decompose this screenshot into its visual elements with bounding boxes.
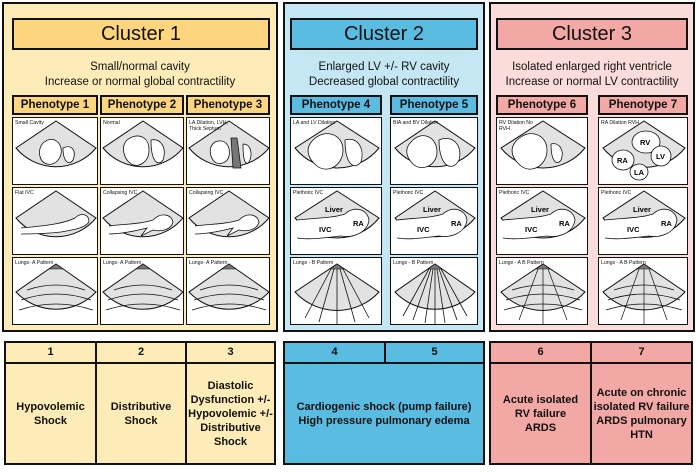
la-chamber-label: LA <box>634 168 645 177</box>
lv-chamber-label: LV <box>656 152 665 161</box>
heart-label-5: BIA and BV Dilation <box>393 120 439 126</box>
cluster-1-title: Cluster 1 <box>12 18 270 50</box>
heart-view-5: BIA and BV Dilation <box>390 117 478 185</box>
summary-distributive-shock: Distributive Shock <box>95 362 187 465</box>
cluster-2-desc-line-2: Decreased global contractility <box>308 76 460 88</box>
cluster-2-description: Enlarged LV +/- RV cavity Decreased glob… <box>285 60 483 90</box>
cluster-2-desc-line-1: Enlarged LV +/- RV cavity <box>318 61 450 73</box>
summary-chronic-rv-failure: Acute on chronic isolated RV failure ARD… <box>590 362 693 465</box>
lung-view-2: Lungs- A Pattern <box>100 257 184 325</box>
phenotype-6-header: Phenotype 6 <box>496 95 588 115</box>
cluster-3-desc-line-1: Isolated enlarged right ventricle <box>512 61 672 73</box>
phenotype-2-header: Phenotype 2 <box>100 95 184 115</box>
lung-view-7: Lungs - A B Pattern <box>598 257 688 325</box>
heart-view-6: RV Dilation No RVH <box>496 117 588 185</box>
phenotype-5-header: Phenotype 5 <box>390 95 478 115</box>
lung-view-4: Lungs - B Pattern <box>290 257 382 325</box>
lung-label-4: Lungs - B Pattern <box>293 260 334 266</box>
summary-number-5: 5 <box>384 341 485 364</box>
ivc-vessel-label-5: IVC <box>417 225 430 234</box>
phenotype-7-header: Phenotype 7 <box>598 95 688 115</box>
lung-label-5: Lungs - B Pattern <box>393 260 434 266</box>
ivc-label-1: Flat IVC <box>15 190 34 196</box>
summary-acute-rv-failure: Acute isolated RV failure ARDS <box>489 362 592 465</box>
heart-label-3: LA Dilation, LVH, Thick Septum <box>189 120 228 133</box>
ra-chamber-label: RA <box>617 156 628 165</box>
ivc-label-4: Plethoric IVC <box>293 190 324 196</box>
lung-view-1: Lungs- A Pattern <box>12 257 98 325</box>
lung-view-5: Lungs - B Pattern <box>390 257 478 325</box>
heart-label-4: LA and LV Dilation <box>293 120 336 126</box>
ivc-vessel-label-6: IVC <box>525 225 538 234</box>
ra-label-6: RA <box>559 219 570 228</box>
phenotype-3-header: Phenotype 3 <box>186 95 270 115</box>
ivc-label-7: Plethoric IVC <box>601 190 632 196</box>
summary-hypovolemic-shock: Hypovolemic Shock <box>4 362 97 465</box>
ivc-view-3: Collapsing IVC <box>186 187 270 255</box>
heart-label-1: Small Cavity <box>15 120 44 126</box>
lung-view-3: Lungs- A Pattern <box>186 257 270 325</box>
lung-label-3: Lungs- A Pattern <box>189 260 228 266</box>
ivc-label-2: Collapsing IVC <box>103 190 138 196</box>
summary-number-2: 2 <box>95 341 187 364</box>
lung-view-6: Lungs - A B Pattern <box>496 257 588 325</box>
ivc-vessel-label-4: IVC <box>319 225 332 234</box>
liver-label-4: Liver <box>325 205 343 214</box>
cluster-2-title: Cluster 2 <box>290 18 478 50</box>
cluster-3-title: Cluster 3 <box>496 18 688 50</box>
ivc-label-5: Plethoric IVC <box>393 190 424 196</box>
heart-view-2: Normal <box>100 117 184 185</box>
phenotype-4-header: Phenotype 4 <box>290 95 382 115</box>
heart-label-2: Normal <box>103 120 120 126</box>
lung-label-2: Lungs- A Pattern <box>103 260 142 266</box>
heart-view-1: Small Cavity <box>12 117 98 185</box>
liver-label-5: Liver <box>423 205 441 214</box>
ivc-view-2: Collapsing IVC <box>100 187 184 255</box>
summary-number-3: 3 <box>185 341 276 364</box>
ivc-label-6: Plethoric IVC <box>499 190 530 196</box>
lung-label-7: Lungs - A B Pattern <box>601 260 646 266</box>
heart-view-3: LA Dilation, LVH, Thick Septum <box>186 117 270 185</box>
lung-label-1: Lungs- A Pattern <box>15 260 54 266</box>
cluster-1-desc-line-2: Increase or normal global contractility <box>44 76 236 88</box>
ivc-label-3: Collapsing IVC <box>189 190 224 196</box>
ivc-vessel-label-7: IVC <box>627 225 640 234</box>
phenotype-1-header: Phenotype 1 <box>12 95 98 115</box>
heart-label-7: RA Dilation RVH <box>601 120 639 126</box>
summary-number-7: 7 <box>590 341 693 364</box>
cluster-1-desc-line-1: Small/normal cavity <box>90 61 190 73</box>
summary-number-4: 4 <box>283 341 386 364</box>
heart-view-4: LA and LV Dilation <box>290 117 382 185</box>
cluster-1-description: Small/normal cavity Increase or normal g… <box>4 60 276 90</box>
ra-label-7: RA <box>661 219 672 228</box>
ra-label-4: RA <box>353 219 364 228</box>
summary-cardiogenic-shock: Cardiogenic shock (pump failure) High pr… <box>283 362 485 465</box>
summary-number-1: 1 <box>4 341 97 364</box>
summary-diastolic-dysfunction: Diastolic Dysfunction +/- Hypovolemic +/… <box>185 362 276 465</box>
ivc-view-1: Flat IVC <box>12 187 98 255</box>
ra-label-5: RA <box>451 219 462 228</box>
heart-label-6: RV Dilation No RVH <box>499 120 533 133</box>
cluster-3-description: Isolated enlarged right ventricle Increa… <box>491 60 693 90</box>
rv-chamber-label: RV <box>640 138 650 147</box>
liver-label-6: Liver <box>531 205 549 214</box>
cluster-3-desc-line-2: Increase or normal LV contractility <box>505 76 679 88</box>
heart-view-7: RV RA LV LA RA Dilation RVH <box>598 117 688 185</box>
summary-number-6: 6 <box>489 341 592 364</box>
liver-label-7: Liver <box>633 205 651 214</box>
lung-label-6: Lungs - A B Pattern <box>499 260 544 266</box>
